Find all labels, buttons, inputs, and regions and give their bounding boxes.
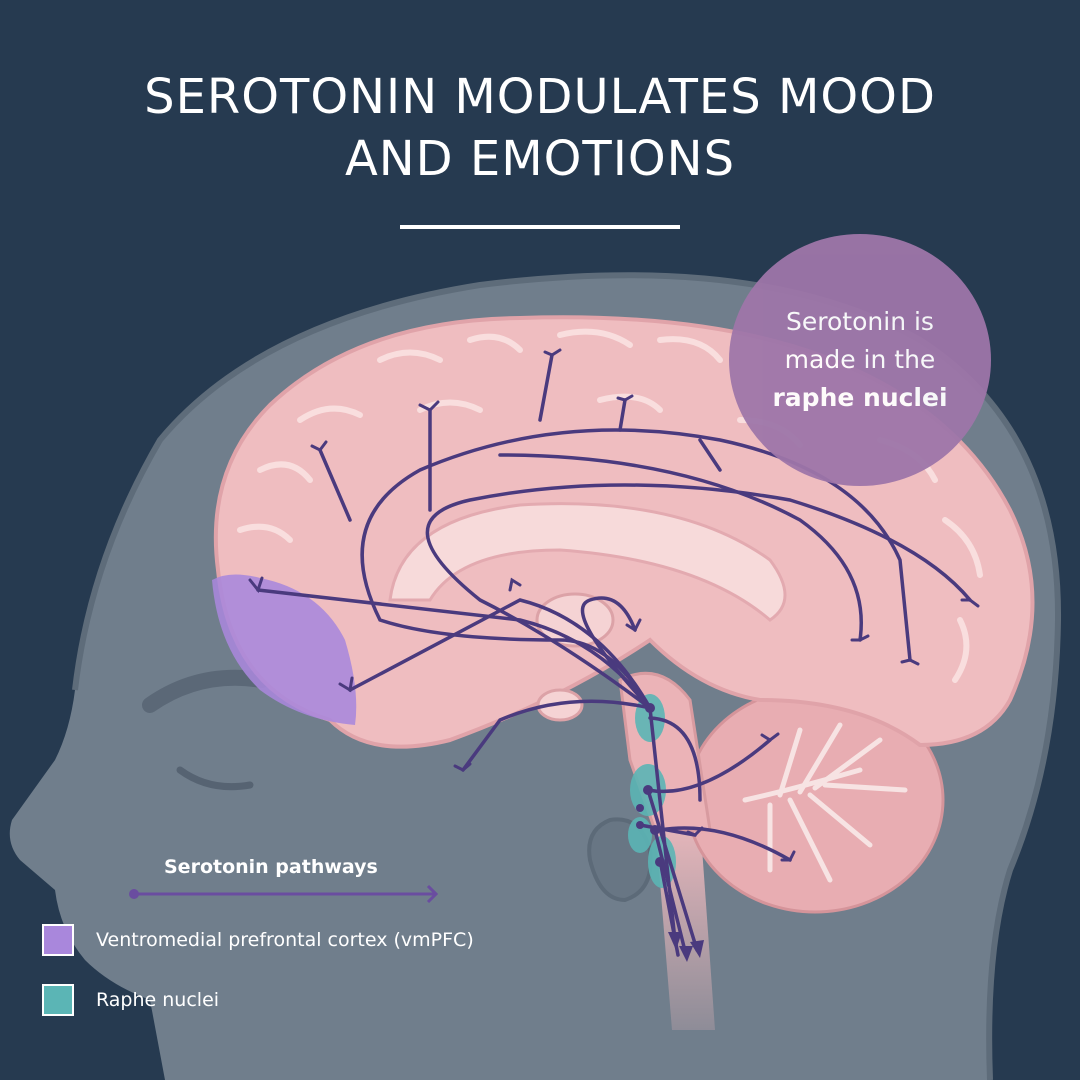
corpus-callosum [388, 502, 787, 622]
pathway-arrowheads [668, 932, 704, 962]
title-divider [400, 225, 680, 229]
legend-pathways-label: Serotonin pathways [164, 856, 378, 878]
callout-line-1: Serotonin is [786, 307, 934, 336]
callout-line-2: made in the [784, 345, 936, 374]
legend-item-raphe: Raphe nuclei [42, 984, 219, 1016]
pathway-dots [636, 703, 665, 867]
legend-label-raphe: Raphe nuclei [96, 989, 220, 1011]
callout-line-3: raphe nuclei [772, 383, 948, 412]
title-line-1: SEROTONIN MODULATES MOOD [144, 69, 936, 125]
cerebellum-arbor [742, 722, 908, 883]
legend-item-vmpfc: Ventromedial prefrontal cortex (vmPFC) [42, 924, 474, 956]
title-line-2: AND EMOTIONS [344, 131, 736, 187]
serotonin-pathways [256, 353, 972, 957]
raphe-callout-bubble: Serotonin is made in the raphe nuclei [729, 234, 991, 486]
legend-pathway-line [129, 884, 439, 904]
eyebrow [142, 669, 270, 713]
vmpfc-swatch [42, 924, 74, 956]
raphe-swatch [42, 984, 74, 1016]
page-title: SEROTONIN MODULATES MOOD AND EMOTIONS [40, 66, 1040, 190]
vmpfc-region [212, 574, 357, 725]
closed-eye [176, 766, 254, 791]
legend-label-vmpfc: Ventromedial prefrontal cortex (vmPFC) [96, 929, 474, 951]
pathway-terminals [248, 348, 980, 862]
